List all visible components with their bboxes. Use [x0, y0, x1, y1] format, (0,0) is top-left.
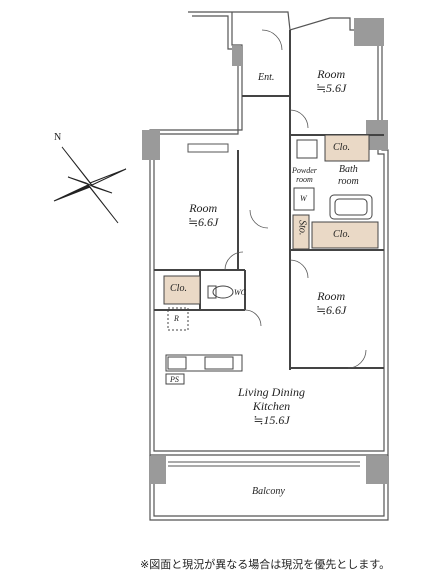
- balcony-label: Balcony: [252, 486, 285, 497]
- ldk-line1: Living Dining: [238, 385, 306, 399]
- closet-e-label: Clo.: [333, 229, 350, 240]
- closet-w-label: Clo.: [170, 283, 187, 294]
- windows: [168, 143, 360, 467]
- powder-room-line2: room: [296, 175, 313, 185]
- balcony-outline: [149, 455, 389, 521]
- fridge-label: R: [174, 314, 179, 323]
- room-e-label: Room ≒6.6J: [316, 289, 347, 318]
- closet-e: [311, 221, 379, 249]
- bath-room-line2: room: [338, 175, 359, 187]
- ldk-label: Living Dining Kitchen ≒15.6J: [238, 385, 306, 427]
- bathtub: [329, 194, 373, 220]
- powder-room-label: Powder room: [292, 166, 317, 184]
- toilet: [212, 285, 234, 299]
- sink: [204, 356, 234, 370]
- room-w-size: ≒6.6J: [188, 214, 219, 229]
- door-swings: [224, 29, 367, 369]
- fridge-space: [167, 307, 189, 331]
- closet-ne-label: Clo.: [333, 142, 350, 153]
- powder-room-line1: Powder: [292, 166, 317, 175]
- room-w-label: Room ≒6.6J: [188, 201, 219, 230]
- kitchen-counter: [165, 354, 243, 372]
- closet-w: [163, 275, 201, 305]
- room-ne-name: Room: [317, 67, 346, 81]
- closets: [163, 134, 379, 305]
- room-e-size: ≒6.6J: [316, 302, 347, 317]
- washer-label: W: [300, 194, 307, 203]
- stove: [167, 356, 187, 370]
- washbasin: [296, 139, 318, 159]
- ldk-line2: Kitchen: [252, 398, 291, 413]
- fixtures: [165, 139, 373, 385]
- bath-room-label: Bath room: [338, 164, 359, 187]
- compass-icon: [53, 146, 127, 224]
- ps-box: [165, 373, 185, 385]
- room-ne-label: Room ≒5.6J: [316, 67, 347, 96]
- bath-room-line1: Bath: [338, 164, 358, 175]
- ps-label: PS: [170, 375, 179, 384]
- closet-ne: [324, 134, 370, 162]
- wc-label: WC: [234, 288, 246, 297]
- storage-label: Sto.: [296, 220, 308, 236]
- storage: [292, 214, 310, 250]
- room-w-name: Room: [189, 201, 218, 215]
- ldk-size: ≒15.6J: [253, 412, 290, 427]
- compass-north-label: N: [54, 132, 62, 143]
- disclaimer-note: ※図面と現況が異なる場合は現況を優先とします。: [140, 558, 391, 571]
- washer-space: [293, 187, 315, 211]
- room-ne-size: ≒5.6J: [316, 80, 347, 95]
- columns: [142, 18, 388, 484]
- room-e-name: Room: [317, 289, 346, 303]
- entrance-label: Ent.: [258, 72, 275, 83]
